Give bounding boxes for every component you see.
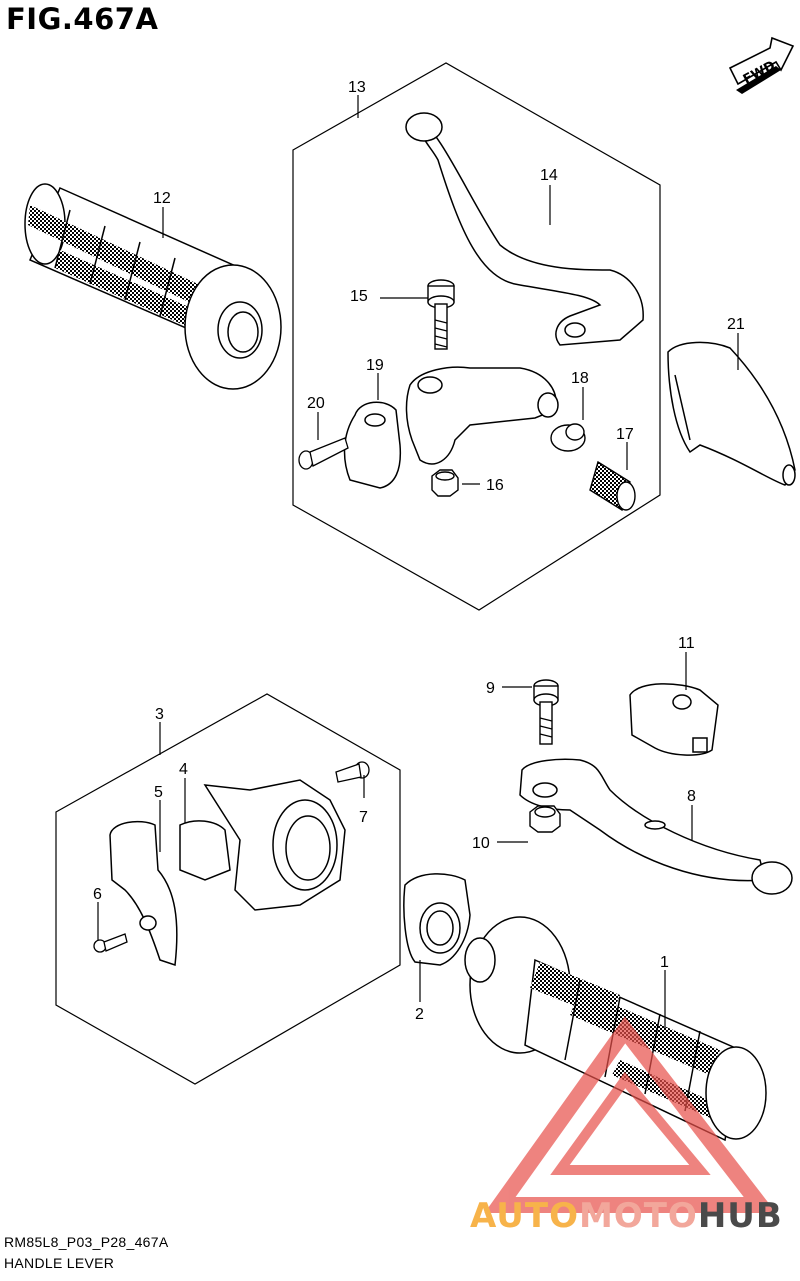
- lever-holder-part: [405, 366, 559, 465]
- callout-20: 20: [307, 395, 325, 412]
- callout-7: 7: [359, 809, 368, 826]
- callout-11: 11: [678, 635, 695, 652]
- right-grip-part: [464, 916, 767, 1142]
- callout-15: 15: [350, 288, 368, 305]
- callout-9: 9: [486, 680, 495, 697]
- clamp-19-part: [343, 401, 402, 489]
- screw-7-part: [335, 761, 370, 783]
- watermark-logo: [484, 1016, 777, 1213]
- watermark-wordmark: AUTOMOTOHUB: [470, 1196, 783, 1236]
- left-grip-part: [24, 183, 282, 390]
- locknut-18-part: [550, 423, 586, 452]
- throttle-housing-part: [179, 779, 346, 911]
- callout-6: 6: [93, 886, 102, 903]
- callout-13: 13: [348, 79, 366, 96]
- callout-14: 14: [540, 167, 558, 184]
- fwd-arrow-icon: FWD: [728, 36, 795, 94]
- callout-18: 18: [571, 370, 589, 387]
- callout-3: 3: [155, 706, 164, 723]
- callout-2: 2: [415, 1006, 424, 1023]
- bolt-9-part: [533, 679, 559, 745]
- callout-8: 8: [687, 788, 696, 805]
- leader-lines: [97, 95, 739, 1030]
- callout-10: 10: [472, 835, 490, 852]
- brake-lever-part: [519, 758, 793, 895]
- lever-cover-part: [629, 683, 719, 756]
- screw-6-part: [93, 933, 128, 953]
- callout-5: 5: [154, 784, 163, 801]
- screw-20-part: [298, 437, 349, 470]
- watermark-hub: HUB: [697, 1196, 783, 1236]
- callout-21: 21: [727, 316, 745, 333]
- throttle-collar-part: [403, 873, 471, 966]
- callout-4: 4: [179, 761, 188, 778]
- watermark-auto: AUTO: [470, 1196, 579, 1236]
- nut-16-part: [431, 469, 459, 497]
- callout-19: 19: [366, 357, 384, 374]
- adjuster-17-part: [589, 460, 636, 512]
- bolt-15-part: [427, 279, 455, 350]
- callout-12: 12: [153, 190, 171, 207]
- figure-title: FIG.467A: [6, 2, 159, 36]
- figure-name: HANDLE LEVER: [4, 1255, 115, 1271]
- callout-16: 16: [486, 477, 504, 494]
- throttle-cover-part: [109, 820, 178, 967]
- nut-10-part: [529, 805, 561, 833]
- figure-code: RM85L8_P03_P28_467A: [4, 1234, 169, 1250]
- callout-17: 17: [616, 426, 634, 443]
- watermark-moto: MOTO: [578, 1196, 698, 1236]
- assembly-box-3: [55, 693, 401, 1085]
- lever-boot-part: [667, 341, 796, 486]
- callout-1: 1: [660, 954, 669, 971]
- assembly-box-13: [292, 62, 661, 611]
- clutch-lever-part: [405, 112, 644, 346]
